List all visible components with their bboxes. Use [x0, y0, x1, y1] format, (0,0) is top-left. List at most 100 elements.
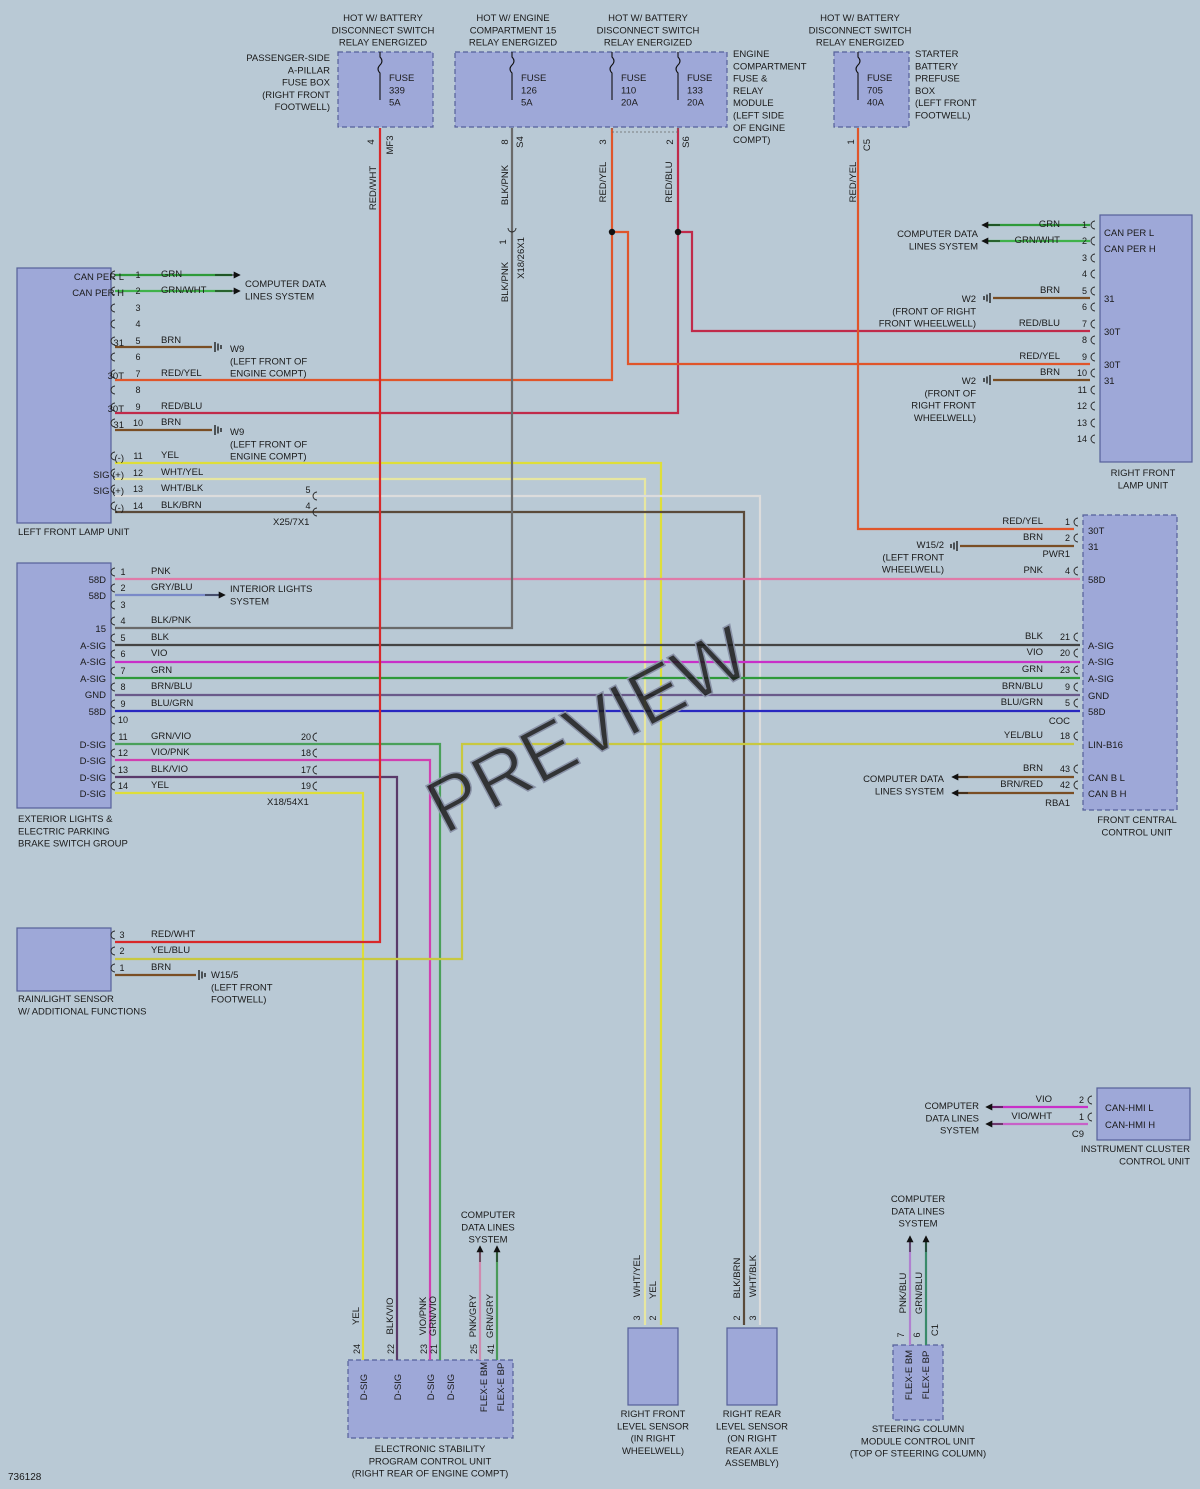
label: BRN	[1023, 532, 1043, 543]
label: 5	[135, 336, 140, 346]
wire-yel	[115, 791, 365, 1360]
label: LINES SYSTEM	[245, 291, 314, 302]
label: D-SIG	[80, 756, 106, 767]
label: 6	[135, 352, 140, 362]
label: BRAKE SWITCH GROUP	[18, 839, 128, 850]
label: BLK/BRN	[732, 1258, 743, 1299]
label: 5	[120, 633, 125, 643]
label: PNK/BLU	[898, 1273, 909, 1314]
label: RED/YEL	[1019, 351, 1060, 362]
label: 31	[113, 338, 124, 349]
label: 3	[748, 1315, 758, 1320]
label: D-SIG	[359, 1374, 370, 1400]
label: HOT W/ BATTERY	[608, 13, 688, 24]
label: 30T	[108, 404, 125, 415]
label: GRN	[1022, 664, 1043, 675]
label: 4	[135, 319, 140, 329]
label: BATTERY	[915, 61, 959, 72]
label: YEL	[648, 1281, 659, 1299]
label: 8	[1082, 335, 1087, 345]
label: (-)	[115, 503, 125, 514]
label: S4	[515, 136, 526, 148]
label: 2	[120, 583, 125, 593]
label: (-)	[115, 453, 125, 464]
label: 31	[1088, 542, 1099, 553]
label: CAN PER H	[72, 288, 124, 299]
label: 14	[1077, 434, 1087, 444]
label: GRN	[161, 269, 182, 280]
label: W/ ADDITIONAL FUNCTIONS	[18, 1006, 146, 1017]
label: BRN	[1040, 285, 1060, 296]
label: FUSE &	[733, 74, 768, 85]
label: GRN/GRY	[485, 1293, 496, 1338]
connector-symbol	[110, 402, 116, 412]
label: 13	[133, 484, 143, 494]
wire-red-blu	[676, 128, 1090, 333]
label: RBA1	[1045, 798, 1070, 809]
label: RED/YEL	[1002, 516, 1043, 527]
label: RED/BLU	[1019, 318, 1060, 329]
connector-symbol	[1090, 368, 1096, 378]
connector-symbol	[110, 418, 116, 428]
connector-symbol	[110, 336, 116, 346]
label: A-SIG	[1088, 674, 1114, 685]
connector-symbol	[110, 682, 116, 692]
wire-wht-yel	[115, 477, 647, 1325]
splice-point	[674, 228, 682, 236]
connector-symbol	[1090, 269, 1096, 279]
label: RELAY ENERGIZED	[604, 38, 692, 49]
label: 30T	[1088, 526, 1105, 537]
label: 10	[133, 418, 143, 428]
label: 3	[119, 930, 124, 940]
bus-link	[611, 128, 679, 133]
connector-symbol	[1073, 632, 1079, 642]
label: COMPUTER DATA	[897, 229, 979, 240]
label: 10	[1077, 368, 1087, 378]
wire-red-yel	[115, 232, 614, 382]
label: VIO	[1027, 647, 1043, 658]
fuse-symbol	[675, 52, 681, 100]
label: 12	[1077, 401, 1087, 411]
label: RED/YEL	[848, 162, 859, 203]
label: FUSE	[867, 73, 892, 84]
label: FUSE	[621, 73, 646, 84]
label: ENGINE	[733, 49, 769, 60]
connector-symbol	[1090, 418, 1096, 428]
label: 58D	[1088, 575, 1106, 586]
label: 7	[135, 369, 140, 379]
label: RIGHT FRONT	[621, 1409, 686, 1420]
label: X18/54X1	[267, 797, 309, 808]
label: BLK/VIO	[151, 764, 188, 775]
connector-symbol	[110, 732, 116, 742]
connector-symbol	[110, 765, 116, 775]
label: 3	[598, 139, 609, 144]
label: 2	[732, 1315, 742, 1320]
label: 40A	[867, 98, 885, 109]
fuse-box-starter-battery	[833, 51, 910, 128]
connector-symbol	[1090, 319, 1096, 329]
label: 14	[118, 781, 128, 791]
label: C1	[930, 1324, 941, 1336]
wire-grn-vio	[115, 742, 442, 1360]
label: D-SIG	[80, 740, 106, 751]
label: PASSENGER-SIDE	[246, 53, 330, 64]
connector-symbol	[110, 303, 116, 313]
label: 4	[120, 616, 125, 626]
label: GRN/WHT	[1015, 235, 1061, 246]
connector-symbol	[110, 352, 116, 362]
label: 2	[1065, 533, 1070, 543]
label: 339	[389, 85, 405, 96]
fuse-symbol	[377, 52, 383, 100]
label: W2	[962, 294, 976, 305]
label: A-SIG	[80, 657, 106, 668]
label: REAR AXLE	[726, 1446, 779, 1457]
label: 20A	[621, 98, 639, 109]
label: 5	[1065, 698, 1070, 708]
label: FUSE	[521, 73, 546, 84]
label: COMPUTER DATA	[245, 279, 327, 290]
label: 25	[469, 1344, 479, 1354]
label: 11	[133, 451, 142, 461]
connector-symbol	[1090, 236, 1096, 246]
label: LAMP UNIT	[1118, 480, 1169, 491]
